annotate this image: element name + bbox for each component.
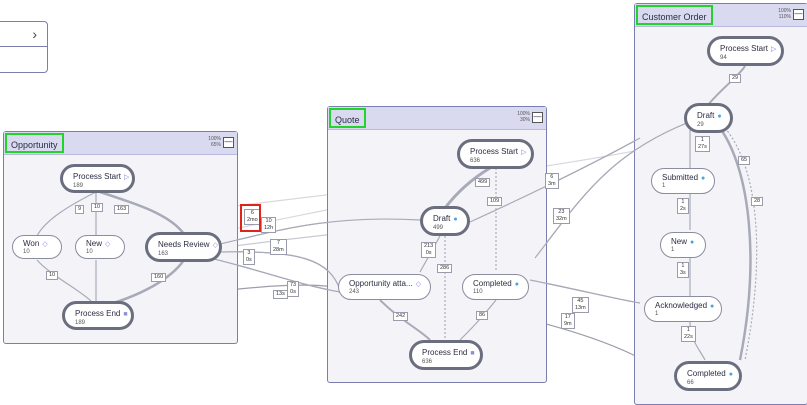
node-won[interactable]: Won◇ 10: [12, 235, 62, 259]
edge-label[interactable]: 242: [393, 312, 409, 321]
diamond-icon: ◇: [105, 241, 111, 248]
node-new[interactable]: New◇ 10: [75, 235, 125, 259]
node-process-start[interactable]: Process Start▷ 94: [707, 36, 784, 66]
zoom-readout: 100%65%: [208, 136, 221, 148]
chevron-right-icon[interactable]: ›: [0, 22, 47, 47]
edge-label[interactable]: 499: [475, 178, 491, 187]
minimize-button[interactable]: —: [223, 137, 234, 148]
circle-icon: ●: [701, 175, 706, 182]
panel-title: Opportunity: [5, 133, 64, 153]
edge-label[interactable]: 286: [437, 264, 453, 273]
circle-icon: ●: [453, 216, 458, 223]
edge-label[interactable]: 28: [751, 197, 764, 206]
edge-label[interactable]: 65: [738, 156, 751, 165]
edge-label[interactable]: 29: [729, 74, 742, 83]
node-completed[interactable]: Completed● 110: [462, 274, 529, 300]
edge-label[interactable]: 160: [151, 273, 167, 282]
play-icon: ▷: [771, 46, 777, 53]
panel-header: Customer Order 100%110% —: [635, 4, 807, 27]
play-icon: ▷: [124, 174, 130, 181]
zoom-readout: 100%30%: [517, 111, 530, 123]
panel-header: Opportunity 100%65% —: [4, 132, 237, 155]
node-draft[interactable]: Draft● 29: [684, 103, 733, 133]
node-process-end[interactable]: Process End■ 636: [409, 340, 483, 370]
node-completed[interactable]: Completed● 66: [674, 361, 742, 391]
edge-label[interactable]: 13s: [273, 290, 288, 299]
edge-label[interactable]: 10: [46, 271, 59, 280]
panel-title: Quote: [329, 108, 366, 128]
diamond-icon: ◇: [42, 241, 48, 248]
circle-icon: ●: [710, 303, 715, 310]
node-needs-review[interactable]: Needs Review◇ 163: [145, 232, 222, 262]
circle-icon: ●: [728, 371, 733, 378]
side-panel-toggle[interactable]: ›: [0, 21, 48, 73]
circle-icon: ●: [690, 239, 695, 246]
node-process-start[interactable]: Process Start▷ 636: [457, 139, 534, 169]
stop-icon: ■: [123, 311, 128, 318]
edge-label[interactable]: 109: [487, 197, 503, 206]
customer-order-panel: Customer Order 100%110% —: [634, 3, 807, 405]
node-opportunity-attached[interactable]: Opportunity atta...◇ 243: [338, 274, 431, 300]
diamond-icon: ◇: [212, 242, 218, 249]
play-icon: ▷: [521, 149, 527, 156]
panel-title: Customer Order: [636, 5, 713, 25]
node-submitted[interactable]: Submitted● 1: [651, 168, 715, 194]
edge-label[interactable]: 9: [75, 205, 85, 214]
node-process-end[interactable]: Process End■ 189: [62, 301, 134, 330]
highlight-box: [240, 204, 261, 232]
node-draft[interactable]: Draft● 499: [420, 206, 470, 236]
zoom-readout: 100%110%: [778, 8, 791, 20]
minimize-button[interactable]: —: [793, 9, 804, 20]
circle-icon: ●: [717, 113, 722, 120]
diamond-icon: ◇: [415, 281, 421, 288]
edge-label[interactable]: 10: [91, 203, 104, 212]
panel-header: Quote 100%30% —: [328, 107, 546, 130]
minimize-button[interactable]: —: [532, 112, 543, 123]
node-new[interactable]: New● 1: [660, 232, 706, 258]
stop-icon: ■: [470, 350, 475, 357]
node-process-start[interactable]: Process Start▷ 189: [60, 164, 135, 193]
circle-icon: ●: [514, 281, 519, 288]
node-acknowledged[interactable]: Acknowledged● 1: [644, 296, 722, 322]
edge-label[interactable]: 86: [476, 311, 489, 320]
edge-label[interactable]: 163: [114, 205, 130, 214]
